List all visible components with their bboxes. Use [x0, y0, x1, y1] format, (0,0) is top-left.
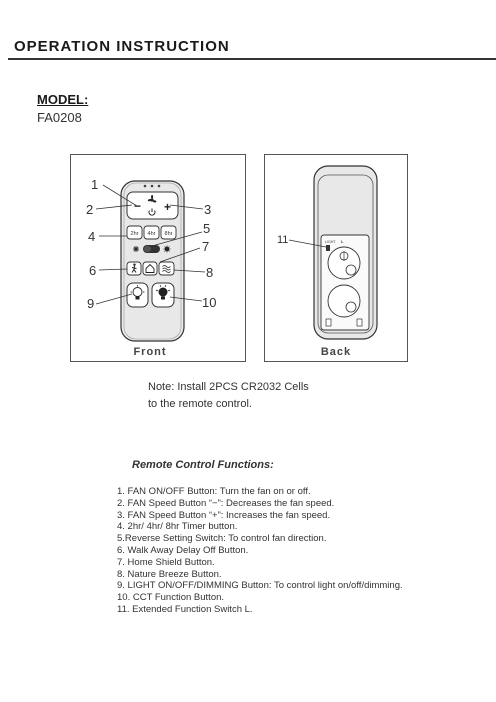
indicator-dot: [150, 184, 154, 188]
callout-3: 3: [204, 202, 211, 217]
page-title: OPERATION INSTRUCTION: [14, 38, 230, 55]
model-number: FA0208: [37, 110, 82, 125]
battery-note-line1: Note: Install 2PCS CR2032 Cells: [148, 381, 309, 393]
battery-cell-top: [327, 246, 361, 280]
function-item: 7. Home Shield Button.: [117, 556, 215, 568]
callout-6: 6: [89, 263, 96, 278]
timer-8hr-button: [160, 225, 177, 240]
cct-bulb-icon: [155, 284, 171, 300]
battery-note-line2: to the remote control.: [148, 398, 252, 410]
function-item: 1. FAN ON/OFF Button: Turn the fan on or…: [117, 486, 311, 497]
function-item: 8. Nature Breeze Button.: [117, 568, 222, 580]
indicator-dot: [157, 184, 161, 188]
function-item: 2. FAN Speed Button “−”: Decreases the f…: [117, 497, 335, 509]
callout-4: 4: [88, 229, 95, 244]
callout-5: 5: [203, 221, 210, 236]
summer-icon: [133, 246, 139, 252]
callout-9: 9: [87, 296, 94, 311]
fan-plus-symbol: +: [164, 200, 171, 214]
function-item: 5.Reverse Setting Switch: To control fan…: [117, 533, 327, 545]
timer-4hr-button: [143, 225, 160, 240]
battery-cell-bottom: [327, 284, 361, 318]
function-item: 4. 2hr/ 4hr/ 8hr Timer button.: [117, 521, 238, 533]
home-shield-button: [142, 261, 158, 276]
fan-icon: [147, 195, 157, 203]
indicator-dot: [143, 184, 147, 188]
light-bulb-icon: [130, 285, 145, 300]
nature-breeze-icon: [162, 265, 171, 273]
callout-10: 10: [202, 295, 216, 310]
timer-8hr-label: 8hr: [165, 231, 173, 237]
home-shield-icon: [145, 263, 155, 273]
timer-2hr-label: 2hr: [131, 231, 139, 237]
function-item: 9. LIGHT ON/OFF/DIMMING Button: To contr…: [117, 580, 403, 592]
back-switch-label: L: [341, 239, 344, 244]
functions-heading: Remote Control Functions:: [132, 459, 274, 471]
function-item: 6. Walk Away Delay Off Button.: [117, 544, 249, 556]
function-item: 10. CCT Function Button.: [117, 592, 225, 604]
back-view-panel: [264, 154, 408, 362]
power-icon: [148, 208, 156, 216]
front-callout-lines: [95, 184, 206, 305]
walk-away-icon: [131, 263, 137, 273]
callout-7: 7: [202, 239, 209, 254]
light-switch-label: LIGHT: [325, 240, 336, 244]
back-callout-line: [288, 239, 327, 248]
title-divider: [8, 58, 496, 60]
winter-icon: [163, 245, 171, 253]
callout-8: 8: [206, 265, 213, 280]
extended-function-switch: [326, 245, 330, 251]
callout-11: 11: [277, 234, 288, 246]
function-item: 3. FAN Speed Button “+”: Increases the f…: [117, 509, 331, 521]
back-caption: Back: [320, 346, 352, 358]
function-item: 11. Extended Function Switch L.: [117, 603, 253, 615]
function-list: 1. FAN ON/OFF Button: Turn the fan on or…: [117, 486, 403, 616]
callout-1: 1: [91, 177, 98, 192]
model-label: MODEL:: [37, 92, 89, 107]
timer-2hr-button: [126, 225, 143, 240]
fan-minus-symbol: −: [134, 199, 141, 213]
timer-4hr-label: 4hr: [148, 231, 156, 237]
callout-2: 2: [86, 202, 93, 217]
front-caption: Front: [133, 346, 167, 358]
front-view-panel: [70, 154, 246, 362]
